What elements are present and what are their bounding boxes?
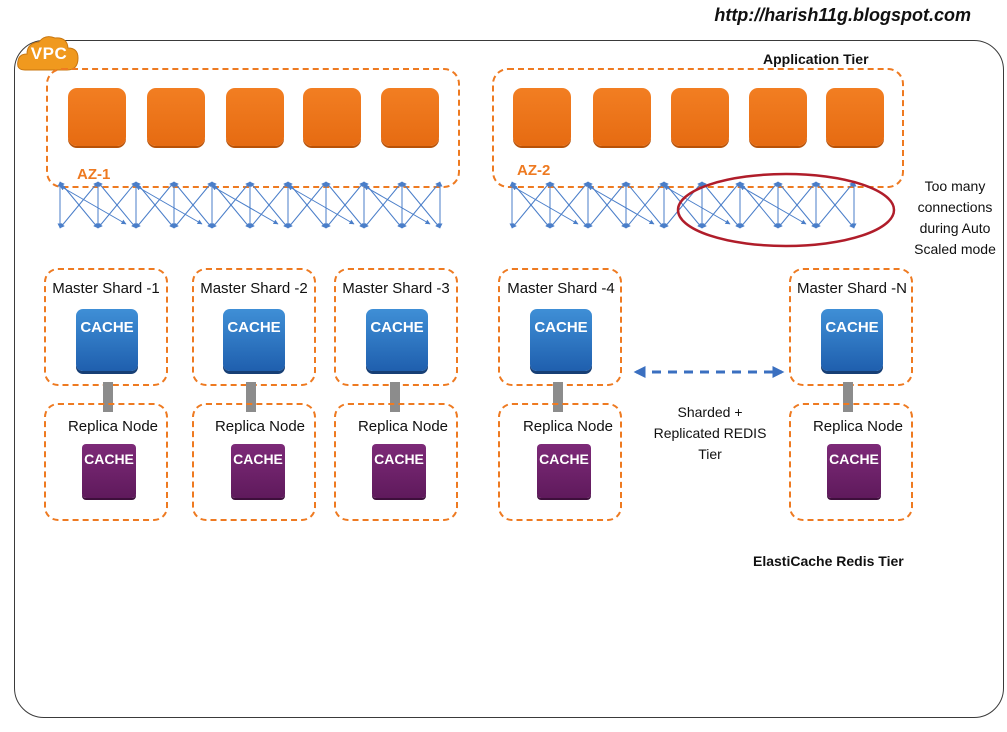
app-instance (749, 88, 807, 146)
connection-arrow (363, 185, 431, 225)
replica-node-1-label: Replica Node (67, 418, 159, 435)
replica-cache-icon: CACHE (372, 444, 426, 498)
app-instance (513, 88, 571, 146)
connection-arrow (59, 185, 127, 225)
sharded-note-line: Replicated REDIS (653, 425, 767, 441)
elasticache-redis-tier-label: ElastiCache Redis Tier (753, 553, 904, 569)
replication-link (843, 382, 853, 412)
connection-arrow (97, 181, 137, 229)
replica-node-3-label: Replica Node (357, 418, 449, 435)
replica-node-2-label: Replica Node (214, 418, 306, 435)
connection-arrow (287, 185, 355, 225)
connection-arrow (401, 181, 441, 229)
connection-arrow (739, 185, 807, 225)
master-shard-n-label: Master Shard -N (796, 280, 908, 297)
vpc-label: VPC (30, 44, 68, 63)
app-instance (593, 88, 651, 146)
master-shard-2-label: Master Shard -2 (200, 280, 308, 297)
master-cache-icon: CACHE (223, 309, 285, 371)
replication-link (553, 382, 563, 412)
app-instance (68, 88, 126, 146)
connection-arrow (587, 185, 655, 225)
connection-mesh (57, 181, 857, 229)
replica-node-3-box (334, 403, 458, 521)
connection-arrow (211, 185, 279, 225)
too-many-connections-callout (676, 172, 896, 248)
connections-note-line: connections (917, 199, 993, 215)
connection-arrow (701, 181, 741, 229)
master-cache-icon: CACHE (530, 309, 592, 371)
connection-arrow (249, 181, 289, 229)
connection-arrow (815, 181, 855, 229)
connections-note: Too many connections during Auto Scaled … (910, 176, 1000, 260)
sharded-replicated-note: Sharded + Replicated REDIS Tier (640, 402, 780, 465)
master-cache-icon: CACHE (76, 309, 138, 371)
connection-arrow (663, 185, 731, 225)
connection-arrow (777, 181, 817, 229)
connection-arrow (173, 181, 213, 229)
master-cache-icon: CACHE (821, 309, 883, 371)
app-instance (226, 88, 284, 146)
sharded-note-line: Tier (698, 446, 722, 462)
replica-node-2-box (192, 403, 316, 521)
connection-arrow (511, 185, 579, 225)
replica-node-n-box (789, 403, 913, 521)
replica-node-n-label: Replica Node (812, 418, 904, 435)
replica-node-4-box (498, 403, 622, 521)
connections-note-line: during Auto (919, 220, 991, 236)
connections-note-line: Scaled mode (914, 241, 996, 257)
az-2-label: AZ-2 (517, 162, 551, 179)
replica-cache-icon: CACHE (231, 444, 285, 498)
replication-link (390, 382, 400, 412)
application-tier-label: Application Tier (763, 51, 869, 67)
vpc-boundary (14, 40, 1004, 718)
blog-url: http://harish11g.blogspot.com (714, 5, 971, 25)
connection-arrow (625, 181, 665, 229)
replica-cache-icon: CACHE (537, 444, 591, 498)
app-instance (303, 88, 361, 146)
replica-node-1-box (44, 403, 168, 521)
connections-note-line: Too many (924, 178, 986, 194)
replica-cache-icon: CACHE (827, 444, 881, 498)
sharded-note-line: Sharded + (677, 404, 743, 420)
az-1-label: AZ-1 (77, 166, 111, 183)
vpc-cloud-icon (17, 36, 79, 71)
connection-arrow (135, 185, 203, 225)
replica-node-4-label: Replica Node (522, 418, 614, 435)
replica-cache-icon: CACHE (82, 444, 136, 498)
replication-link (103, 382, 113, 412)
master-shard-1-label: Master Shard -1 (52, 280, 160, 297)
app-instance (826, 88, 884, 146)
replication-link (246, 382, 256, 412)
master-shard-4-label: Master Shard -4 (507, 280, 615, 297)
app-instance (671, 88, 729, 146)
app-instance (147, 88, 205, 146)
master-shard-3-label: Master Shard -3 (342, 280, 450, 297)
master-cache-icon: CACHE (366, 309, 428, 371)
connection-arrow (549, 181, 589, 229)
connection-arrow (325, 181, 365, 229)
app-instance (381, 88, 439, 146)
